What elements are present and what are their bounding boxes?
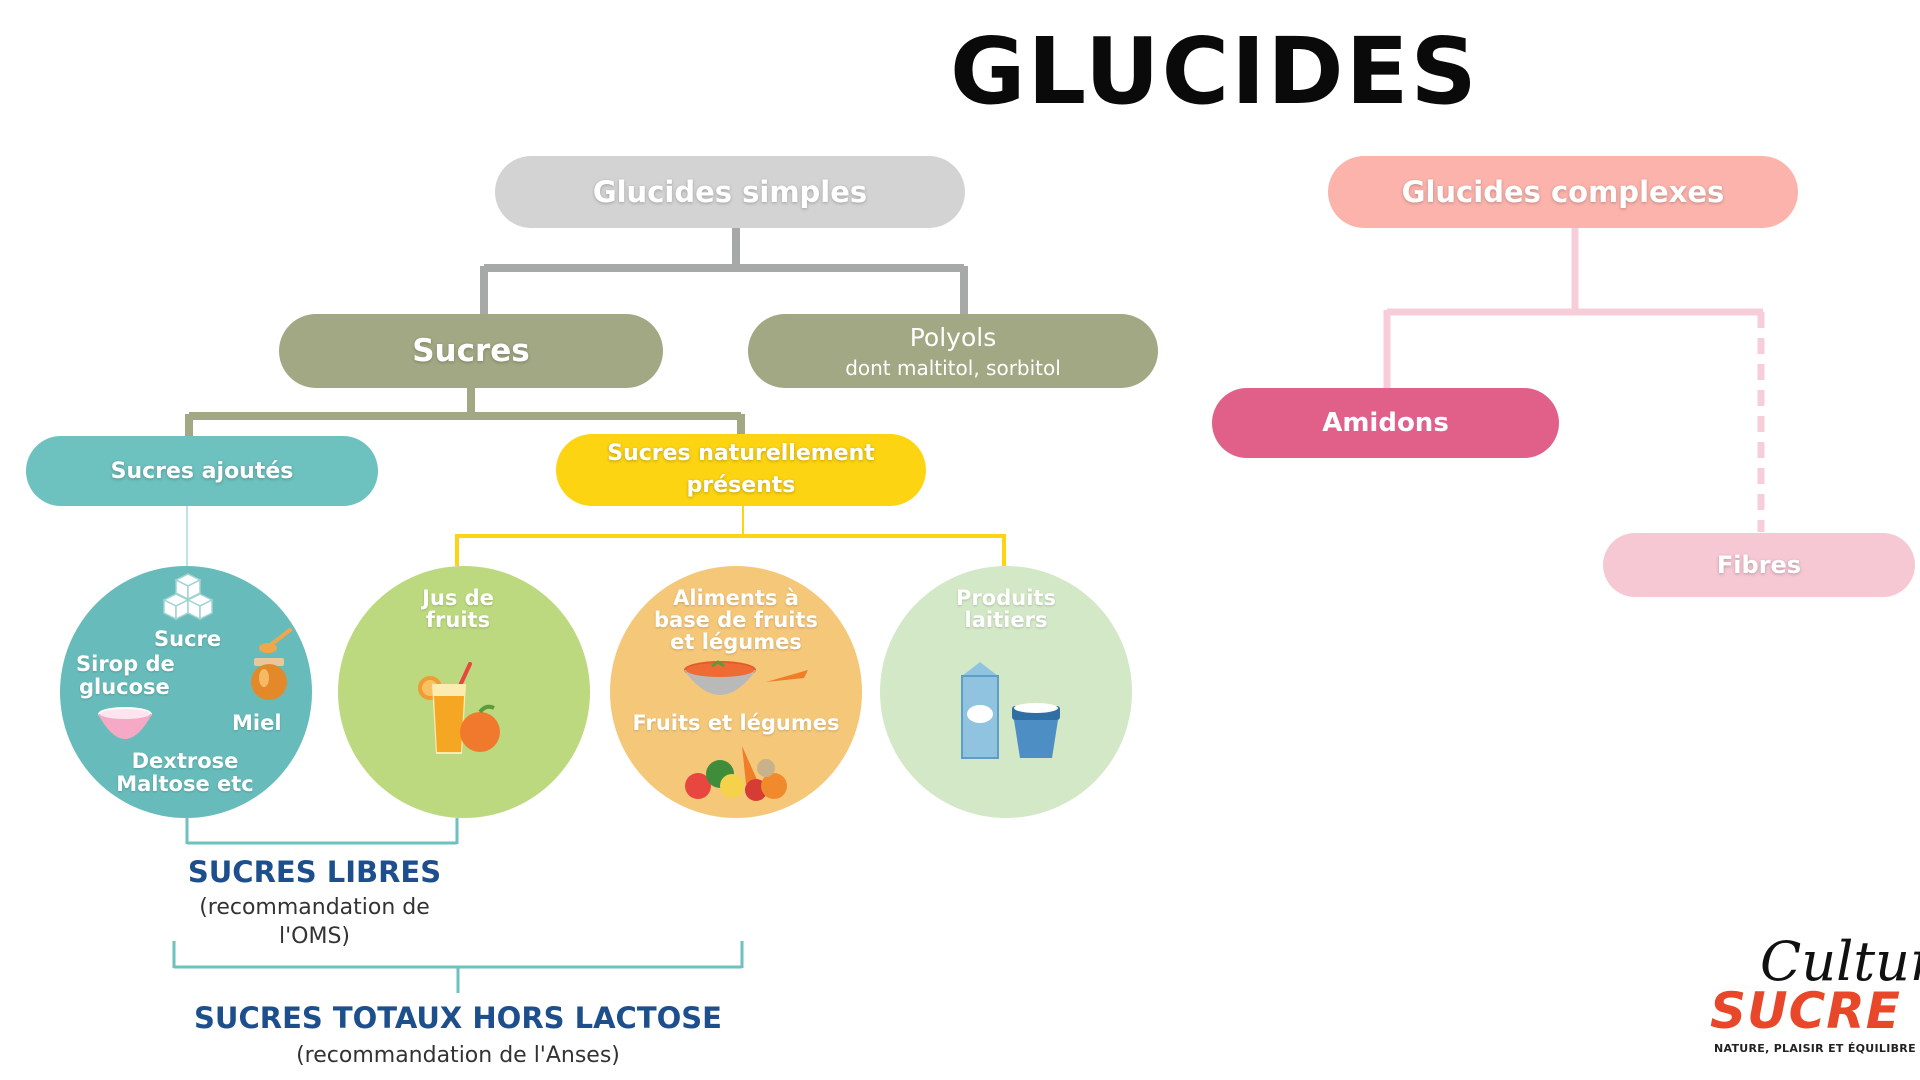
circle-aliments-fruits-legumes: Aliments à base de fruits et légumes Fru… [610,566,862,818]
label-aliments-line1: Aliments à [673,586,799,610]
label-jus-line2: fruits [425,608,491,632]
node-label: Fibres [1716,551,1802,579]
label-jus-line1: Jus de [422,586,494,610]
circle-sucres-ajoutes: Sucre Sirop de glucose Miel Dextrose Mal… [60,566,312,818]
node-polyols: Polyols dont maltitol, sorbitol [748,314,1158,388]
circle-jus-de-fruits: Jus de fruits [338,566,590,818]
label-fruits-legumes: Fruits et légumes [632,711,840,735]
label-sucre: Sucre [154,627,222,651]
node-label: Glucides complexes [1401,175,1725,209]
label-miel: Miel [232,711,282,735]
logo-tagline: NATURE, PLAISIR ET ÉQUILIBRE [1714,1042,1916,1055]
sugar-cubes-icon [162,573,214,621]
logo-brand: SUCRE [1710,982,1901,1040]
honey-jar-icon [251,628,292,700]
bowl-icon [98,707,152,739]
node-label-line1: Sucres naturellement [607,441,875,467]
cultures-sucre-logo: Cultures SUCRE NATURE, PLAISIR ET ÉQUILI… [1700,930,1920,1060]
note-sucres-libres: (recommandation de l'OMS) [172,894,457,951]
node-glucides-simples: Glucides simples [495,156,965,228]
label-sucres-totaux: SUCRES TOTAUX HORS LACTOSE [194,1001,722,1035]
node-label-line2: présents [686,473,796,498]
node-label: Sucres [412,333,530,369]
note-line1: (recommandation de [199,895,430,920]
node-glucides-complexes: Glucides complexes [1328,156,1798,228]
node-amidons: Amidons [1212,388,1559,458]
label-laitiers-line2: laitiers [964,608,1048,632]
note-line2: l'OMS) [278,923,350,949]
logo-script: Cultures [1760,930,1920,993]
page-title: GLUCIDES [950,18,1479,125]
node-label: Polyols [909,322,997,352]
node-sucres: Sucres [279,314,663,388]
node-sublabel: dont maltitol, sorbitol [845,355,1061,380]
label-laitiers-line1: Produits [956,586,1056,610]
node-sucres-ajoutes: Sucres ajoutés [26,436,378,506]
note-sucres-totaux: (recommandation de l'Anses) [296,1043,620,1068]
node-fibres: Fibres [1603,533,1915,597]
circle-produits-laitiers: Produits laitiers [880,566,1132,818]
label-aliments-line2: base de fruits [653,608,819,632]
label-sirop-line2: glucose [79,675,170,699]
juice-glass-icon [418,662,500,754]
node-sucres-naturels: Sucres naturellement présents [556,434,926,506]
node-label: Amidons [1322,408,1449,438]
soup-bowl-icon [684,660,808,695]
label-dextrose-line2: Maltose etc [116,772,254,796]
node-label: Glucides simples [592,175,868,209]
label-dextrose-line1: Dextrose [131,749,239,773]
label-sucres-libres: SUCRES LIBRES [187,855,442,889]
node-label: Sucres ajoutés [110,458,294,484]
label-aliments-line3: et légumes [670,630,802,654]
label-sirop-line1: Sirop de [76,652,175,676]
milk-carton-icon [961,662,1060,759]
vegetables-icon [685,746,787,801]
